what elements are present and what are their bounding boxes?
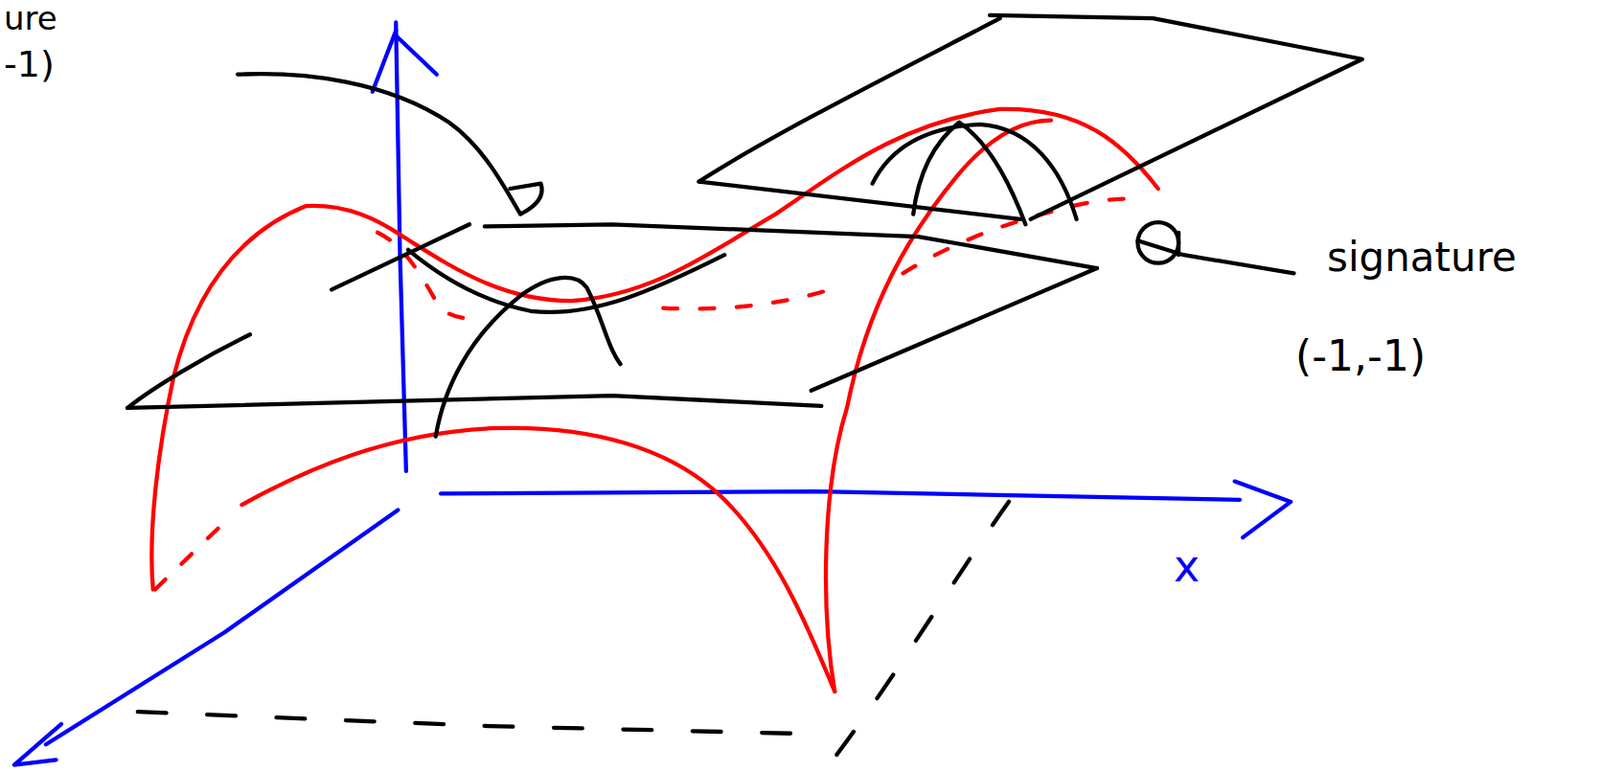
tangent-planes <box>127 15 1363 437</box>
signature-note: signature <box>1326 237 1517 278</box>
cut-off-note: ure <box>3 1 58 35</box>
signature-value: (-1,-1) <box>1295 335 1426 378</box>
hidden-curves <box>155 198 1139 590</box>
axis-label: x <box>1173 544 1200 589</box>
surface-curves <box>151 109 1158 692</box>
projection-lines <box>137 500 1011 755</box>
cut-off-note: -1) <box>3 45 55 83</box>
axes <box>14 22 1291 765</box>
